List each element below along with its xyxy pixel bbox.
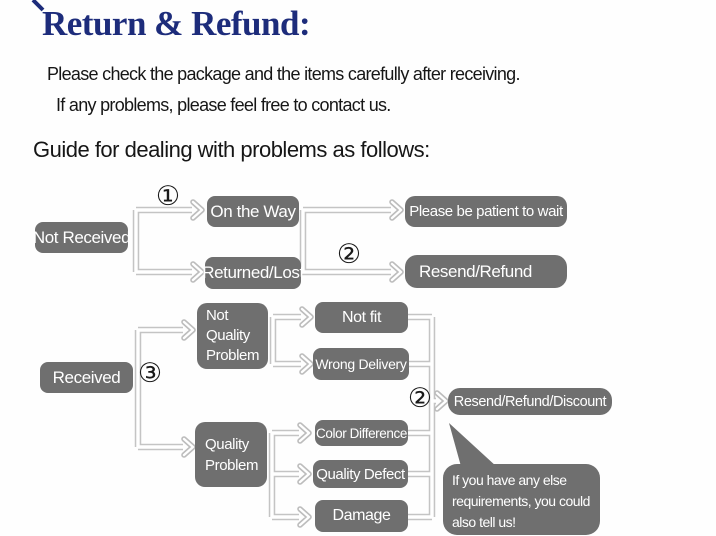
node-quality-problem: Quality Problem — [195, 422, 267, 487]
page-title: Return & Refund: — [42, 4, 311, 43]
note-speech-bubble: If you have any else requirements, you c… — [443, 464, 600, 535]
step-marker-2-top: ② — [336, 239, 362, 270]
step-marker-2-right: ② — [407, 383, 433, 414]
intro-line-2: If any problems, please feel free to con… — [56, 95, 391, 115]
node-resend-refund: Resend/Refund — [405, 255, 567, 288]
speech-bubble-tail — [449, 423, 497, 470]
node-damage: Damage — [315, 500, 408, 532]
node-wrong-delivery: Wrong Delivery — [313, 348, 409, 380]
intro-line-1: Please check the package and the items c… — [47, 64, 520, 84]
guide-heading: Guide for dealing with problems as follo… — [33, 137, 430, 162]
step-marker-1: ① — [155, 181, 181, 212]
corner-artifact-mark — [31, 0, 45, 12]
node-on-the-way: On the Way — [207, 196, 299, 227]
node-not-quality-problem: Not Quality Problem — [197, 303, 268, 369]
step-marker-3: ③ — [137, 358, 163, 389]
node-quality-defect: Quality Defect — [313, 460, 408, 488]
node-returned-lost: Returned/Lost — [202, 257, 304, 289]
node-color-difference: Color Difference — [315, 420, 408, 446]
node-not-received: Not Received — [33, 222, 131, 253]
node-received: Received — [40, 362, 133, 393]
node-please-be-patient: Please be patient to wait — [405, 196, 567, 227]
node-resend-refund-discount: Resend/Refund/Discount — [448, 388, 612, 415]
node-not-fit: Not fit — [315, 302, 408, 333]
